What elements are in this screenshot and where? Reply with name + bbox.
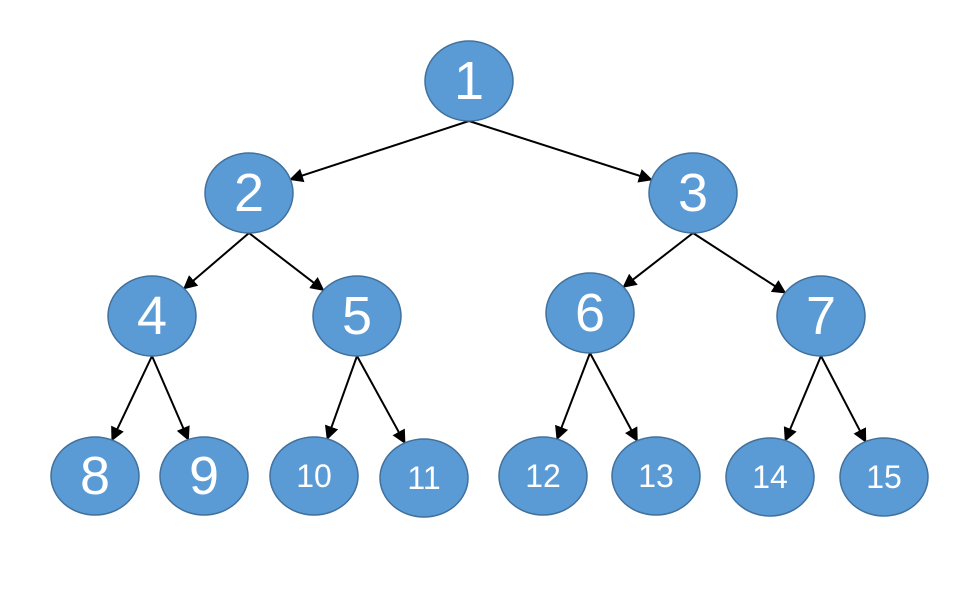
edge-2-to-4 [182, 232, 250, 290]
node-label: 11 [407, 460, 440, 496]
node-label: 12 [525, 458, 561, 494]
node-label: 1 [454, 51, 484, 111]
node-circle [379, 438, 469, 518]
node-circle [312, 275, 402, 357]
node-circle [776, 275, 866, 357]
node-circle [107, 275, 197, 357]
node-label: 15 [866, 459, 902, 495]
edge-5-to-11 [356, 355, 406, 445]
tree-node-11: 11 [379, 438, 469, 518]
tree-node-13: 13 [611, 436, 701, 516]
tree-node-5: 5 [312, 275, 402, 357]
edge-6-to-13 [589, 352, 638, 443]
node-label: 13 [638, 458, 674, 494]
tree-node-2: 2 [204, 152, 294, 234]
edge-1-to-2 [289, 120, 470, 183]
node-label: 8 [80, 446, 110, 506]
edges [111, 120, 867, 445]
edge-4-to-9 [151, 355, 190, 441]
edge-3-to-6 [622, 232, 694, 288]
edge-4-to-8 [111, 355, 153, 442]
tree-node-4: 4 [107, 275, 197, 357]
node-label: 3 [678, 163, 708, 223]
tree-node-9: 9 [159, 436, 249, 516]
tree-node-6: 6 [545, 272, 635, 354]
node-circle [648, 152, 738, 234]
node-circle [611, 436, 701, 516]
tree-node-8: 8 [50, 436, 140, 516]
node-label: 4 [137, 286, 167, 346]
node-label: 6 [575, 283, 605, 343]
tree-node-15: 15 [839, 437, 929, 517]
node-circle [424, 40, 514, 122]
node-label: 14 [752, 459, 788, 495]
node-circle [545, 272, 635, 354]
edge-3-to-7 [692, 232, 787, 294]
tree-node-3: 3 [648, 152, 738, 234]
node-circle [204, 152, 294, 234]
node-label: 10 [296, 458, 332, 494]
node-circle [839, 437, 929, 517]
tree-node-10: 10 [269, 436, 359, 516]
node-label: 2 [234, 163, 264, 223]
node-circle [498, 436, 588, 516]
tree-node-1: 1 [424, 40, 514, 122]
tree-node-7: 7 [776, 275, 866, 357]
node-circle [50, 436, 140, 516]
node-label: 7 [806, 286, 836, 346]
edge-1-to-3 [468, 120, 653, 183]
edge-7-to-14 [783, 355, 822, 442]
edge-7-to-15 [820, 355, 867, 443]
node-circle [725, 437, 815, 517]
edge-6-to-12 [555, 352, 591, 441]
tree-node-12: 12 [498, 436, 588, 516]
node-circle [269, 436, 359, 516]
node-label: 9 [189, 446, 219, 506]
edge-5-to-10 [324, 355, 358, 441]
tree-node-14: 14 [725, 437, 815, 517]
node-circle [159, 436, 249, 516]
edge-2-to-5 [248, 232, 325, 292]
node-label: 5 [342, 286, 372, 346]
